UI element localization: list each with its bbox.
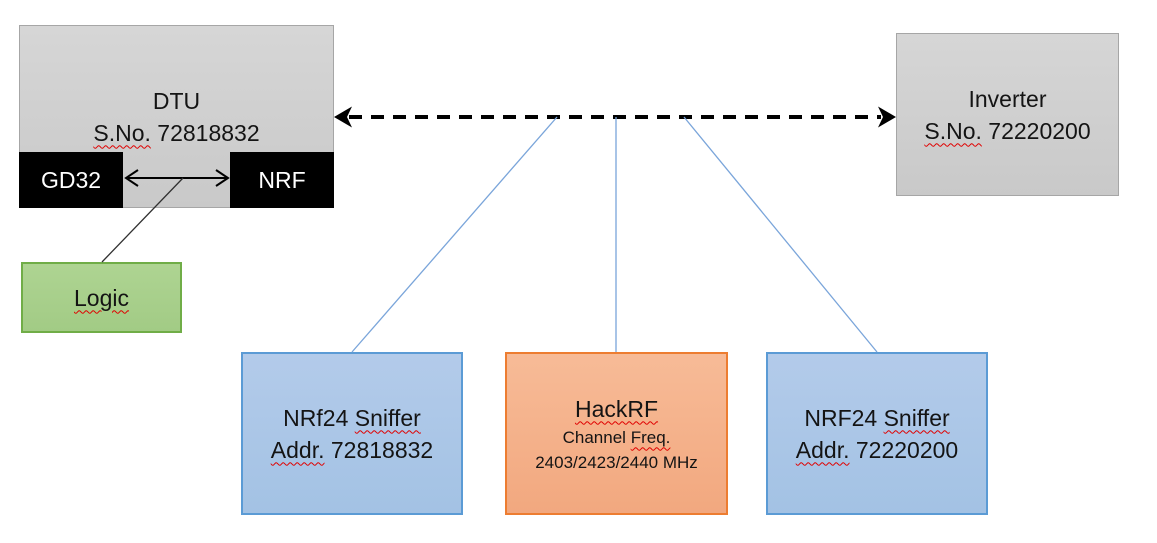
gd32-label: GD32: [40, 166, 102, 193]
nrf-label: NRF: [258, 166, 306, 193]
nrf24-sniffer-2-box: NRF24 Sniffer Addr. 72220200: [766, 352, 988, 515]
arrowhead-left-icon: [334, 106, 352, 128]
inverter-title: Inverter: [968, 85, 1047, 112]
nrf-chip: NRF: [230, 152, 334, 208]
gd32-chip: GD32: [19, 152, 123, 208]
hackrf-frequencies: 2403/2423/2440 MHz: [535, 452, 698, 472]
logic-label: Logic: [74, 284, 129, 311]
sniffer2-address: Addr. 72220200: [795, 436, 959, 463]
dtu-inverter-dashed-arrow: [334, 106, 896, 128]
dtu-serial: S.No. 72818832: [93, 119, 260, 146]
dtu-title: DTU: [152, 87, 201, 114]
hackrf-box: HackRF Channel Freq. 2403/2423/2440 MHz: [505, 352, 728, 515]
inverter-box: Inverter S.No. 72220200: [896, 33, 1119, 196]
arrowhead-right-icon: [878, 106, 896, 128]
sniffer1-connector-line: [351, 116, 558, 353]
nrf24-sniffer-1-box: NRf24 Sniffer Addr. 72818832: [241, 352, 463, 515]
inverter-serial: S.No. 72220200: [924, 117, 1091, 144]
sniffer1-address: Addr. 72818832: [270, 436, 434, 463]
logic-box: Logic: [21, 262, 182, 333]
hackrf-title: HackRF: [574, 395, 659, 422]
sniffer1-title: NRf24 Sniffer: [283, 404, 421, 431]
hackrf-channel-label: Channel Freq.: [562, 427, 671, 447]
sniffer2-connector-line: [683, 116, 878, 353]
sniffer2-title: NRF24 Sniffer: [804, 404, 950, 431]
